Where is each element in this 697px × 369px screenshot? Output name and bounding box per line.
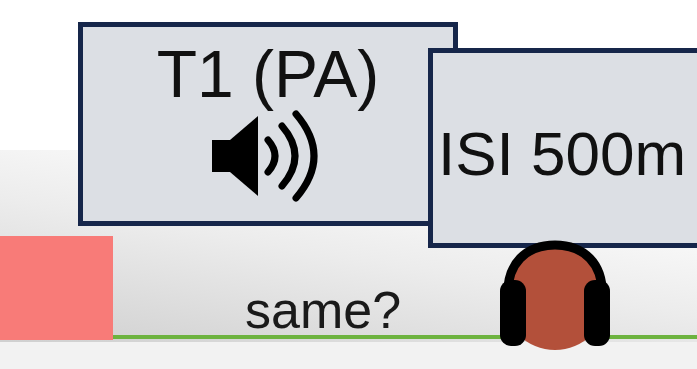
question-label: same?: [245, 284, 401, 336]
red-square: [0, 236, 113, 340]
timeline: [113, 335, 697, 339]
speaker-icon: [212, 114, 314, 198]
box-title: ISI 500m: [438, 123, 686, 185]
interval-box: ISI 500m: [428, 48, 697, 248]
bottom-band: [0, 342, 697, 369]
listener-circle: [503, 246, 607, 350]
stimulus-box: T1 (PA): [78, 22, 458, 226]
box-title: T1 (PA): [83, 41, 453, 107]
headphones-icon: [500, 245, 610, 350]
